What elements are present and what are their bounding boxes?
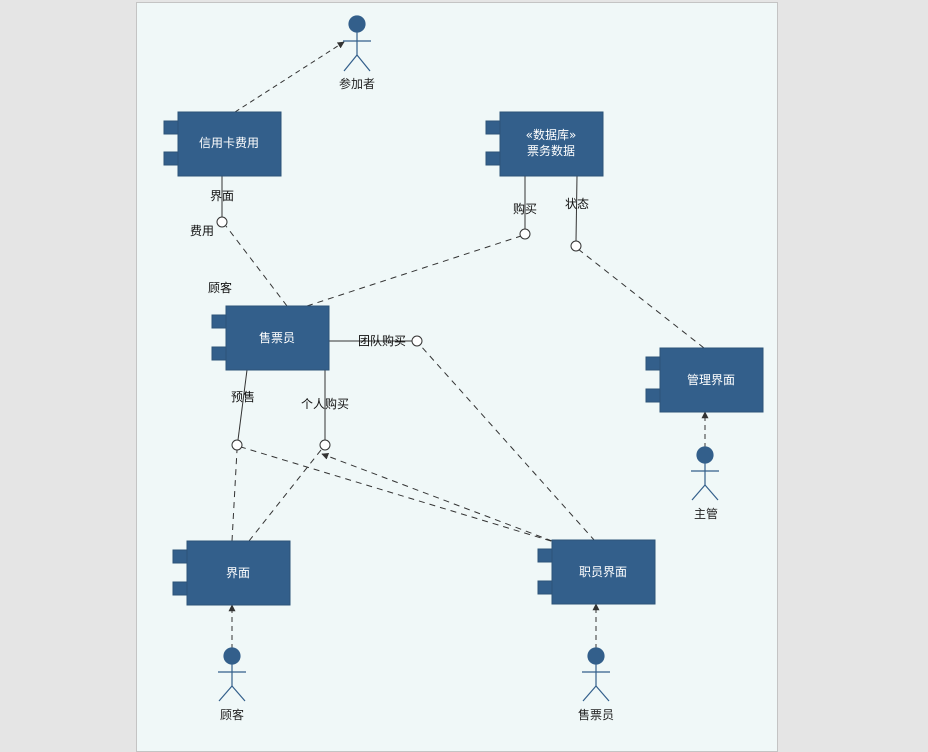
dependency-staff-to-presale[interactable]: [240, 446, 552, 542]
component-staff-ui[interactable]: 职员界面: [537, 539, 656, 605]
label-fee: 费用: [190, 224, 214, 238]
dependency-credit-to-participant[interactable]: [234, 41, 345, 113]
interface-line-presale: [237, 369, 248, 441]
interfaces: [216, 216, 582, 451]
dependency-ui-to-presale[interactable]: [231, 449, 238, 542]
label-group-purchase: 团队购买: [358, 333, 406, 348]
component-label: 信用卡费用: [199, 136, 259, 150]
label-individual-purchase: 个人购买: [301, 396, 349, 411]
component-stereotype: «数据库»: [526, 127, 577, 142]
connector-labels: 界面 费用 购买 状态 顾客 团队购买 预售 个人购买: [190, 189, 589, 411]
actor-clerk-icon[interactable]: [582, 647, 610, 702]
component-label: 票务数据: [527, 143, 575, 158]
label-status: 状态: [565, 197, 589, 211]
component-label: 职员界面: [579, 565, 627, 579]
component-clerk[interactable]: 售票员: [211, 305, 330, 371]
interface-status[interactable]: [570, 240, 582, 252]
actor-label-customer: 顾客: [220, 707, 244, 722]
label-presale: 预售: [231, 389, 255, 404]
component-label: 售票员: [259, 330, 295, 345]
interface-individual-purchase[interactable]: [319, 439, 331, 451]
dependency-staff-to-individual[interactable]: [321, 452, 553, 542]
interface-line-status: [575, 175, 578, 242]
component-credit-card[interactable]: 信用卡费用: [163, 111, 282, 177]
label-purchase: 购买: [513, 201, 537, 216]
interface-purchase[interactable]: [519, 228, 531, 240]
actor-customer-icon[interactable]: [218, 647, 246, 702]
component-label: 界面: [226, 566, 250, 580]
connectors: [221, 41, 709, 649]
actor-label-participant: 参加者: [339, 76, 375, 91]
dependency-clerk-to-fee[interactable]: [225, 225, 288, 307]
label-interface: 界面: [210, 189, 234, 203]
component-admin-ui[interactable]: 管理界面: [645, 347, 764, 413]
component-label: 管理界面: [687, 372, 735, 387]
actor-participant-icon[interactable]: [343, 15, 371, 72]
component-ui[interactable]: 界面: [172, 540, 291, 606]
dependency-admin-to-status[interactable]: [577, 248, 705, 349]
actor-label-supervisor: 主管: [694, 506, 718, 521]
actor-label-clerk: 售票员: [578, 707, 614, 722]
dependency-staff-to-group[interactable]: [419, 344, 596, 542]
interface-group-purchase[interactable]: [411, 335, 423, 347]
component-ticket-database[interactable]: «数据库» 票务数据: [485, 111, 604, 177]
interface-presale[interactable]: [231, 439, 243, 451]
interface-fee[interactable]: [216, 216, 228, 228]
label-customer: 顾客: [208, 280, 232, 295]
dependency-clerk-to-purchase[interactable]: [306, 235, 522, 307]
actor-supervisor-icon[interactable]: [691, 446, 719, 501]
dependency-ui-to-individual[interactable]: [248, 449, 322, 542]
